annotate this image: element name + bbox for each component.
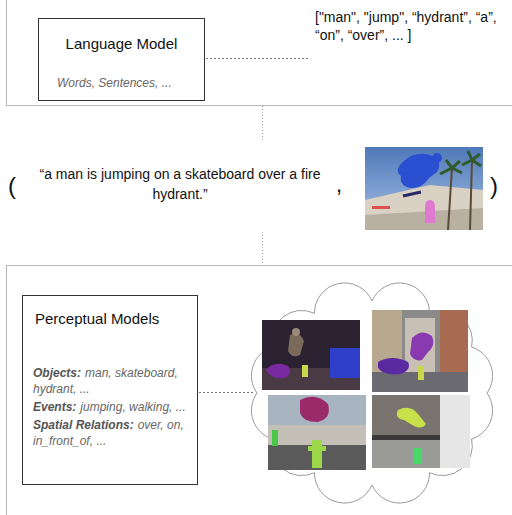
bracket: ( bbox=[8, 172, 22, 200]
property-name: Events: bbox=[33, 400, 76, 414]
bracket: ) bbox=[490, 172, 504, 200]
box-content: Language ModelWords, Sentences, ... bbox=[39, 19, 204, 98]
skateboard-photo bbox=[365, 147, 483, 230]
separator: , bbox=[336, 172, 348, 198]
property-name: Spatial Relations: bbox=[33, 418, 134, 432]
bottom-panel bbox=[7, 266, 512, 515]
example-photo bbox=[268, 395, 366, 470]
dashed-leader bbox=[199, 392, 254, 393]
dotted-link bbox=[262, 232, 263, 265]
box-title: Language Model bbox=[49, 35, 194, 52]
property-line: Events: jumping, walking, ... bbox=[33, 399, 189, 415]
box-subtitle: Words, Sentences, ... bbox=[49, 76, 194, 90]
example-photo bbox=[372, 310, 468, 392]
example-photo bbox=[262, 320, 360, 390]
example-photo bbox=[372, 395, 470, 468]
dotted-link bbox=[262, 106, 263, 140]
box-content: Perceptual ModelsObjects:man, skateboard… bbox=[23, 296, 197, 461]
property-name: Objects: bbox=[33, 366, 81, 380]
property-line: Spatial Relations:over, on, in_front_of,… bbox=[33, 417, 189, 449]
top-panel bbox=[7, 0, 512, 106]
model-box: Language ModelWords, Sentences, ... bbox=[38, 18, 205, 101]
property-values: jumping, walking, ... bbox=[80, 400, 185, 414]
dashed-leader bbox=[206, 58, 308, 59]
property-line: Objects:man, skateboard, hydrant, ... bbox=[33, 365, 189, 397]
box-title: Perceptual Models bbox=[33, 310, 189, 327]
token-list: ["man", "jump", “hydrant”, “a”, “on”, “o… bbox=[315, 8, 507, 44]
caption-sentence: “a man is jumping on a skateboard over a… bbox=[30, 164, 330, 204]
thought-cloud bbox=[251, 283, 492, 503]
model-box: Perceptual ModelsObjects:man, skateboard… bbox=[22, 295, 198, 485]
